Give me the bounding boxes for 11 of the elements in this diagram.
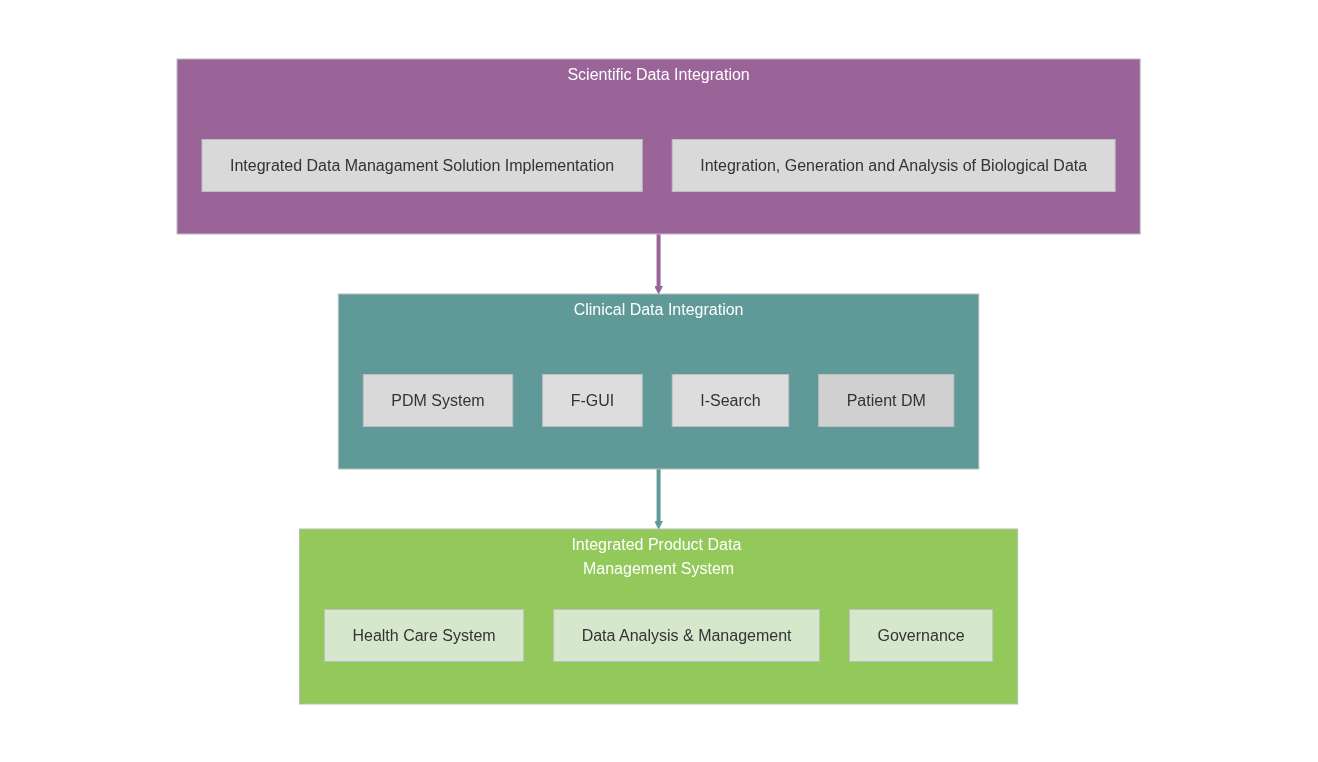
- node-box: Governance: [849, 608, 994, 662]
- node-box: I-Search: [672, 373, 790, 427]
- node-box: Integrated Data Managament Solution Implementation: [201, 138, 644, 192]
- node-box: Data Analysis & Management: [553, 608, 821, 662]
- node-box: F-GUI: [542, 373, 644, 427]
- node-box: Integration, Generation and Analysis of Biological Data: [672, 138, 1117, 192]
- node-box: PDM System: [363, 373, 514, 427]
- node-box: Patient DM: [818, 373, 955, 427]
- node-box: Health Care System: [324, 608, 525, 662]
- arrow: [654, 468, 664, 529]
- arrow: [654, 233, 664, 294]
